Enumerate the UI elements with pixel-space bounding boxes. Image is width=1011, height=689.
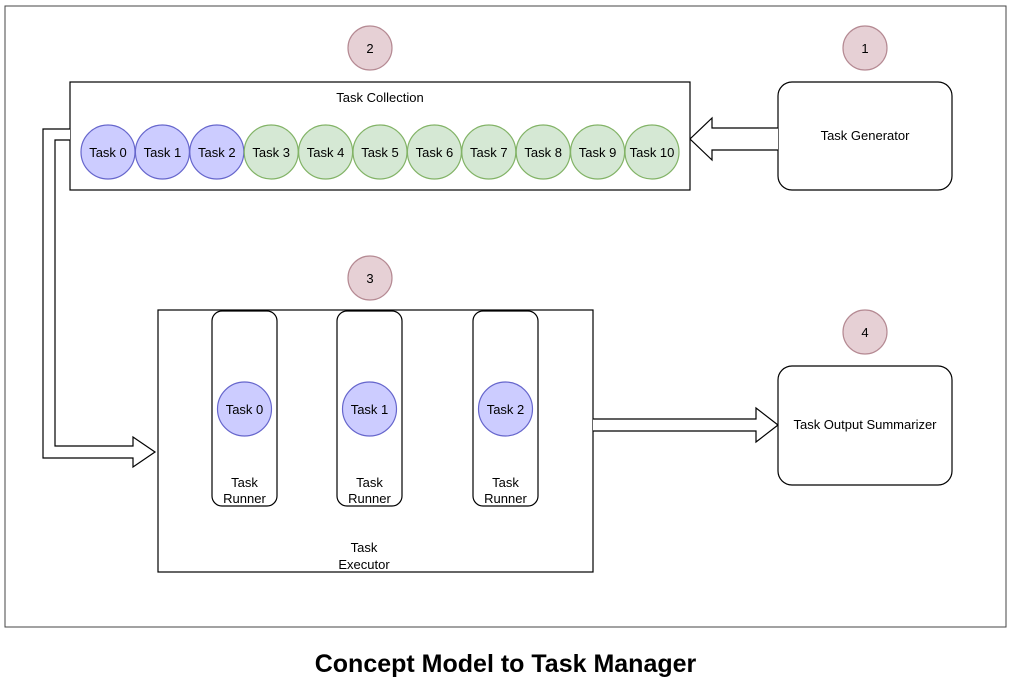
task-generator-label: Task Generator — [821, 128, 911, 143]
collection-task-4-label: Task 4 — [307, 145, 345, 160]
arrow-collection-to-executor — [42, 128, 157, 469]
collection-task-3-label: Task 3 — [252, 145, 290, 160]
concept-diagram: 1 2 3 4 Task Generator Task Collection T… — [4, 5, 1007, 628]
collection-task-6-label: Task 6 — [416, 145, 454, 160]
collection-task-2: Task 2 — [189, 124, 245, 180]
task-collection-node: Task Collection Task 0 Task 1 Task 2 Task 3… — [69, 81, 691, 191]
task-runner-1-label-line2: Runner — [348, 491, 391, 506]
step-badge-2: 2 — [347, 25, 393, 71]
collection-task-10-circle — [624, 124, 680, 180]
task-runner-0-task-label: Task 0 — [226, 402, 264, 417]
task-runner-1-task-label: Task 1 — [351, 402, 389, 417]
collection-task-5-label: Task 5 — [361, 145, 399, 160]
collection-task-9-label: Task 9 — [579, 145, 617, 160]
collection-task-5: Task 5 — [352, 124, 408, 180]
task-runner-0-label-line1: Task — [231, 475, 258, 490]
collection-task-7: Task 7 — [461, 124, 517, 180]
step-badge-4: 4 — [842, 309, 888, 355]
task-executor-label-line1: Task — [351, 540, 378, 555]
task-output-summarizer-label: Task Output Summarizer — [793, 417, 937, 432]
collection-task-9: Task 9 — [569, 124, 626, 180]
task-generator-node: Task Generator — [777, 81, 953, 191]
step-badge-1: 1 — [842, 25, 888, 71]
collection-task-list: Task 0 Task 1 Task 2 Task 3 Task 4 Task 5 Task… — [80, 124, 680, 180]
task-executor-label-line2: Executor — [338, 557, 390, 572]
collection-task-6: Task 6 — [406, 124, 462, 180]
collection-task-0: Task 0 — [80, 124, 136, 180]
collection-task-7-label: Task 7 — [470, 145, 508, 160]
collection-task-0-label: Task 0 — [89, 145, 127, 160]
task-runner-2-task-circle — [477, 381, 534, 437]
step-badge-3-label: 3 — [366, 271, 373, 286]
task-runner-0-label-line2: Runner — [223, 491, 266, 506]
task-runner-1-task-circle — [341, 381, 398, 437]
step-badge-2-label: 2 — [366, 41, 373, 56]
collection-task-8-label: Task 8 — [524, 145, 562, 160]
task-runner-2-task-label: Task 2 — [487, 402, 525, 417]
collection-task-4: Task 4 — [298, 124, 354, 180]
step-badge-4-label: 4 — [861, 325, 868, 340]
collection-task-3: Task 3 — [243, 124, 299, 180]
task-runner-2-label-line1: Task — [492, 475, 519, 490]
task-runner-0-task-circle — [216, 381, 273, 437]
collection-task-1: Task 1 — [134, 124, 190, 180]
diagram-caption: Concept Model to Task Manager — [314, 650, 697, 678]
collection-task-2-label: Task 2 — [198, 145, 236, 160]
task-runner-1-label-line1: Task — [356, 475, 383, 490]
step-badge-1-label: 1 — [861, 41, 868, 56]
task-runner-2-label-line2: Runner — [484, 491, 527, 506]
task-output-summarizer-node: Task Output Summarizer — [777, 365, 953, 486]
collection-task-10-label: Task 10 — [630, 145, 675, 160]
collection-task-1-label: Task 1 — [144, 145, 182, 160]
collection-task-10: Task 10 — [624, 124, 680, 180]
task-collection-label: Task Collection — [336, 90, 423, 105]
collection-task-8: Task 8 — [515, 124, 571, 180]
step-badge-3: 3 — [347, 255, 393, 301]
